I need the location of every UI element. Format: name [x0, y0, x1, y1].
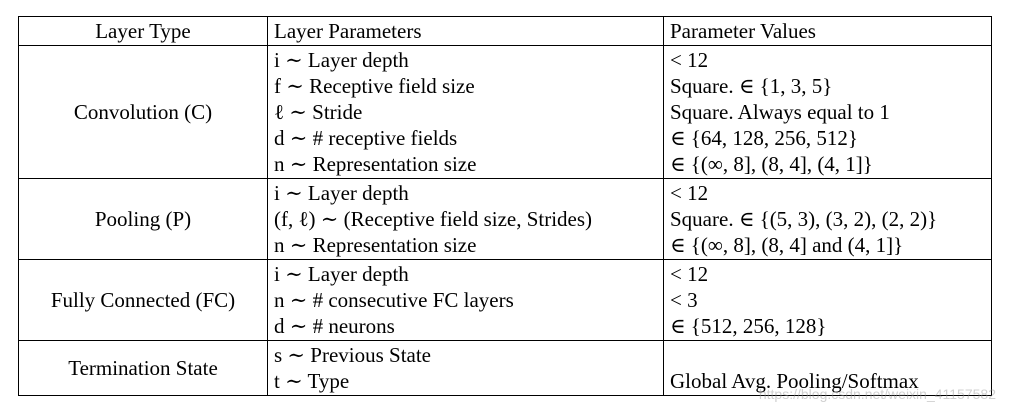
- value-line: ∈ {(∞, 8], (8, 4] and (4, 1]}: [670, 233, 904, 257]
- table-row: Pooling (P) i ∼ Layer depth (f, ℓ) ∼ (Re…: [18, 178, 992, 260]
- layer-type-cell: Termination State: [18, 340, 268, 396]
- layer-params-cell: i ∼ Layer depth (f, ℓ) ∼ (Receptive fiel…: [267, 178, 664, 260]
- layer-type-cell: Convolution (C): [18, 45, 268, 179]
- header-parameter-values: Parameter Values: [663, 16, 992, 46]
- value-line: < 12: [670, 48, 709, 72]
- param-values-cell: < 12 < 3 ∈ {512, 256, 128}: [663, 259, 992, 341]
- layer-params-cell: i ∼ Layer depth n ∼ # consecutive FC lay…: [267, 259, 664, 341]
- param-line: n ∼ Representation size: [274, 233, 477, 257]
- value-line: Square. ∈ {1, 3, 5}: [670, 74, 833, 98]
- param-line: d ∼ # receptive fields: [274, 126, 458, 150]
- value-line: Square. Always equal to 1: [670, 100, 890, 124]
- param-line: s ∼ Previous State: [274, 343, 432, 367]
- layer-parameters-table: Layer Type Layer Parameters Parameter Va…: [18, 16, 992, 396]
- layer-params-cell: i ∼ Layer depth f ∼ Receptive field size…: [267, 45, 664, 179]
- param-line: n ∼ # consecutive FC layers: [274, 288, 514, 312]
- value-line: < 12: [670, 181, 709, 205]
- header-layer-parameters: Layer Parameters: [267, 16, 664, 46]
- param-line: i ∼ Layer depth: [274, 48, 409, 72]
- param-line: f ∼ Receptive field size: [274, 74, 475, 98]
- param-values-cell: < 12 Square. ∈ {1, 3, 5} Square. Always …: [663, 45, 992, 179]
- param-values-cell: < 12 Square. ∈ {(5, 3), (3, 2), (2, 2)} …: [663, 178, 992, 260]
- value-line: ∈ {512, 256, 128}: [670, 314, 827, 338]
- param-line: d ∼ # neurons: [274, 314, 395, 338]
- param-line: n ∼ Representation size: [274, 152, 477, 176]
- value-line: Square. ∈ {(5, 3), (3, 2), (2, 2)}: [670, 207, 938, 231]
- table-row: Convolution (C) i ∼ Layer depth f ∼ Rece…: [18, 45, 992, 179]
- param-line: i ∼ Layer depth: [274, 262, 409, 286]
- value-line: < 3: [670, 288, 698, 312]
- param-line: ℓ ∼ Stride: [274, 100, 363, 124]
- value-line: < 12: [670, 262, 709, 286]
- layer-type-cell: Fully Connected (FC): [18, 259, 268, 341]
- table-header-row: Layer Type Layer Parameters Parameter Va…: [18, 16, 992, 46]
- value-line: Global Avg. Pooling/Softmax: [670, 369, 919, 393]
- value-line: ∈ {(∞, 8], (8, 4], (4, 1]}: [670, 152, 873, 176]
- value-line: [670, 342, 985, 368]
- header-layer-type: Layer Type: [18, 16, 268, 46]
- param-values-cell: Global Avg. Pooling/Softmax: [663, 340, 992, 396]
- param-line: i ∼ Layer depth: [274, 181, 409, 205]
- watermark: https://blog.csdn.net/weixin_41157582: [758, 386, 996, 402]
- table-row: Fully Connected (FC) i ∼ Layer depth n ∼…: [18, 259, 992, 341]
- table-row: Termination State s ∼ Previous State t ∼…: [18, 340, 992, 396]
- param-line: (f, ℓ) ∼ (Receptive field size, Strides): [274, 207, 593, 231]
- value-line: ∈ {64, 128, 256, 512}: [670, 126, 858, 150]
- layer-params-cell: s ∼ Previous State t ∼ Type: [267, 340, 664, 396]
- param-line: t ∼ Type: [274, 369, 350, 393]
- layer-type-cell: Pooling (P): [18, 178, 268, 260]
